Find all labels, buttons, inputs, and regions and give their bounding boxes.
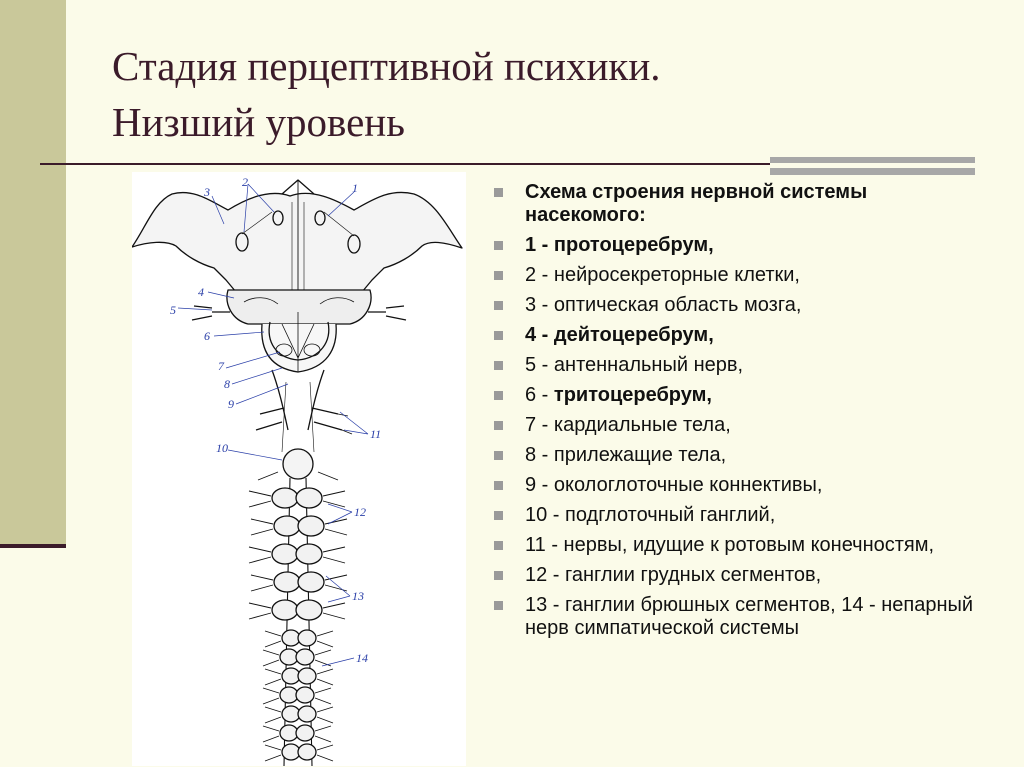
figure-label-13: 13	[352, 589, 364, 603]
bullet-square-icon	[494, 331, 503, 340]
bullet-square-icon	[494, 361, 503, 370]
figure-label-8: 8	[224, 377, 230, 391]
bullet-square-icon	[494, 271, 503, 280]
figure-label-2: 2	[242, 175, 248, 189]
nervous-system-drawing: 3 2 1 4 5 6 7 8 9 10 11 12 13 14	[132, 175, 463, 766]
figure-label-12: 12	[354, 505, 366, 519]
figure-label-10: 10	[216, 441, 228, 455]
left-accent-line	[0, 544, 66, 548]
bullet-square-icon	[494, 511, 503, 520]
figure-label-6: 6	[204, 329, 210, 343]
slide-title-line-1: Стадия перцептивной психики.	[112, 43, 661, 89]
title-decoration	[770, 157, 975, 177]
list-item: Схема строения нервной системы насекомог…	[492, 181, 992, 227]
list-item: 2 - нейросекреторные клетки,	[492, 264, 992, 287]
nervous-system-figure: 3 2 1 4 5 6 7 8 9 10 11 12 13 14	[132, 172, 466, 766]
bullet-square-icon	[494, 481, 503, 490]
bullet-square-icon	[494, 188, 503, 197]
list-item: 3 - оптическая область мозга,	[492, 294, 992, 317]
legend-list: Схема строения нервной системы насекомог…	[492, 181, 992, 647]
bullet-square-icon	[494, 241, 503, 250]
bullet-square-icon	[494, 541, 503, 550]
list-item: 12 - ганглии грудных сегментов,	[492, 564, 992, 587]
slide-title-line-2: Низший уровень	[112, 99, 405, 145]
list-item: 6 - тритоцеребрум,	[492, 384, 992, 407]
list-item: 5 - антеннальный нерв,	[492, 354, 992, 377]
title-underline	[40, 163, 770, 165]
left-accent-bar	[0, 0, 66, 548]
list-item: 10 - подглоточный ганглий,	[492, 504, 992, 527]
bullet-square-icon	[494, 601, 503, 610]
bullet-square-icon	[494, 421, 503, 430]
figure-label-9: 9	[228, 397, 234, 411]
list-item: 1 - протоцеребрум,	[492, 234, 992, 257]
bullet-square-icon	[494, 391, 503, 400]
slide-title: Стадия перцептивной психики. Низший уров…	[112, 38, 992, 150]
list-item: 11 - нервы, идущие к ротовым конечностям…	[492, 534, 992, 557]
figure-label-5: 5	[170, 303, 176, 317]
bullet-square-icon	[494, 301, 503, 310]
bullet-square-icon	[494, 451, 503, 460]
list-item: 13 - ганглии брюшных сегментов, 14 - неп…	[492, 594, 992, 640]
bullet-square-icon	[494, 571, 503, 580]
figure-label-3: 3	[203, 185, 210, 199]
figure-label-11: 11	[370, 427, 381, 441]
list-item: 4 - дейтоцеребрум,	[492, 324, 992, 347]
figure-label-14: 14	[356, 651, 368, 665]
list-item: 9 - окологлоточные коннективы,	[492, 474, 992, 497]
list-item: 7 - кардиальные тела,	[492, 414, 992, 437]
list-item: 8 - прилежащие тела,	[492, 444, 992, 467]
figure-label-1: 1	[352, 181, 358, 195]
figure-label-4: 4	[198, 285, 204, 299]
figure-label-7: 7	[218, 359, 225, 373]
